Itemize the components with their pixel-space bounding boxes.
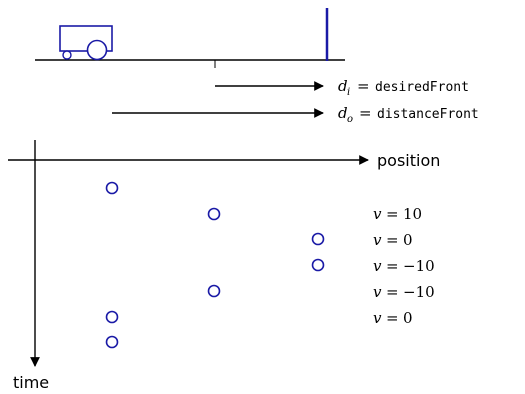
velocity-label: v = 0 — [373, 231, 413, 249]
velocity-label: v = 0 — [373, 309, 413, 327]
velocity-var: v — [373, 205, 382, 223]
trajectory-point — [207, 284, 221, 298]
time-axis-label: time — [13, 373, 49, 392]
velocity-eq: = — [386, 283, 399, 301]
trajectory-point — [105, 181, 119, 195]
velocity-var: v — [373, 231, 382, 249]
velocity-eq: = — [386, 231, 399, 249]
distance-name: distanceFront — [377, 107, 479, 122]
velocity-value: 0 — [403, 309, 413, 327]
trajectory-point — [105, 335, 119, 349]
trajectory-point — [105, 310, 119, 324]
trajectory-point — [207, 207, 221, 221]
distance-eq: = — [359, 104, 372, 122]
velocity-value: 10 — [403, 205, 422, 223]
velocity-var: v — [373, 283, 382, 301]
velocity-label: v = −10 — [373, 283, 435, 301]
trajectory-point — [311, 232, 325, 246]
velocity-label: v = −10 — [373, 257, 435, 275]
desired-front-label: d i = desiredFront — [338, 77, 469, 98]
desired-eq: = — [357, 77, 370, 95]
desired-name: desiredFront — [375, 80, 469, 95]
distance-sub: o — [347, 114, 353, 125]
velocity-value: 0 — [403, 231, 413, 249]
desired-sub: i — [347, 87, 350, 98]
robot-icon — [59, 25, 113, 61]
trajectory-point — [311, 258, 325, 272]
velocity-var: v — [373, 309, 382, 327]
desired-var: d — [338, 77, 348, 95]
trajectory-points — [105, 181, 325, 349]
position-axis-label: position — [377, 151, 440, 170]
velocity-value: −10 — [403, 257, 435, 275]
distance-var: d — [338, 104, 348, 122]
velocity-eq: = — [386, 309, 399, 327]
velocity-eq: = — [386, 205, 399, 223]
distance-front-label: d o = distanceFront — [338, 104, 479, 125]
velocity-value: −10 — [403, 283, 435, 301]
velocity-label: v = 10 — [373, 205, 422, 223]
velocity-eq: = — [386, 257, 399, 275]
velocity-var: v — [373, 257, 382, 275]
